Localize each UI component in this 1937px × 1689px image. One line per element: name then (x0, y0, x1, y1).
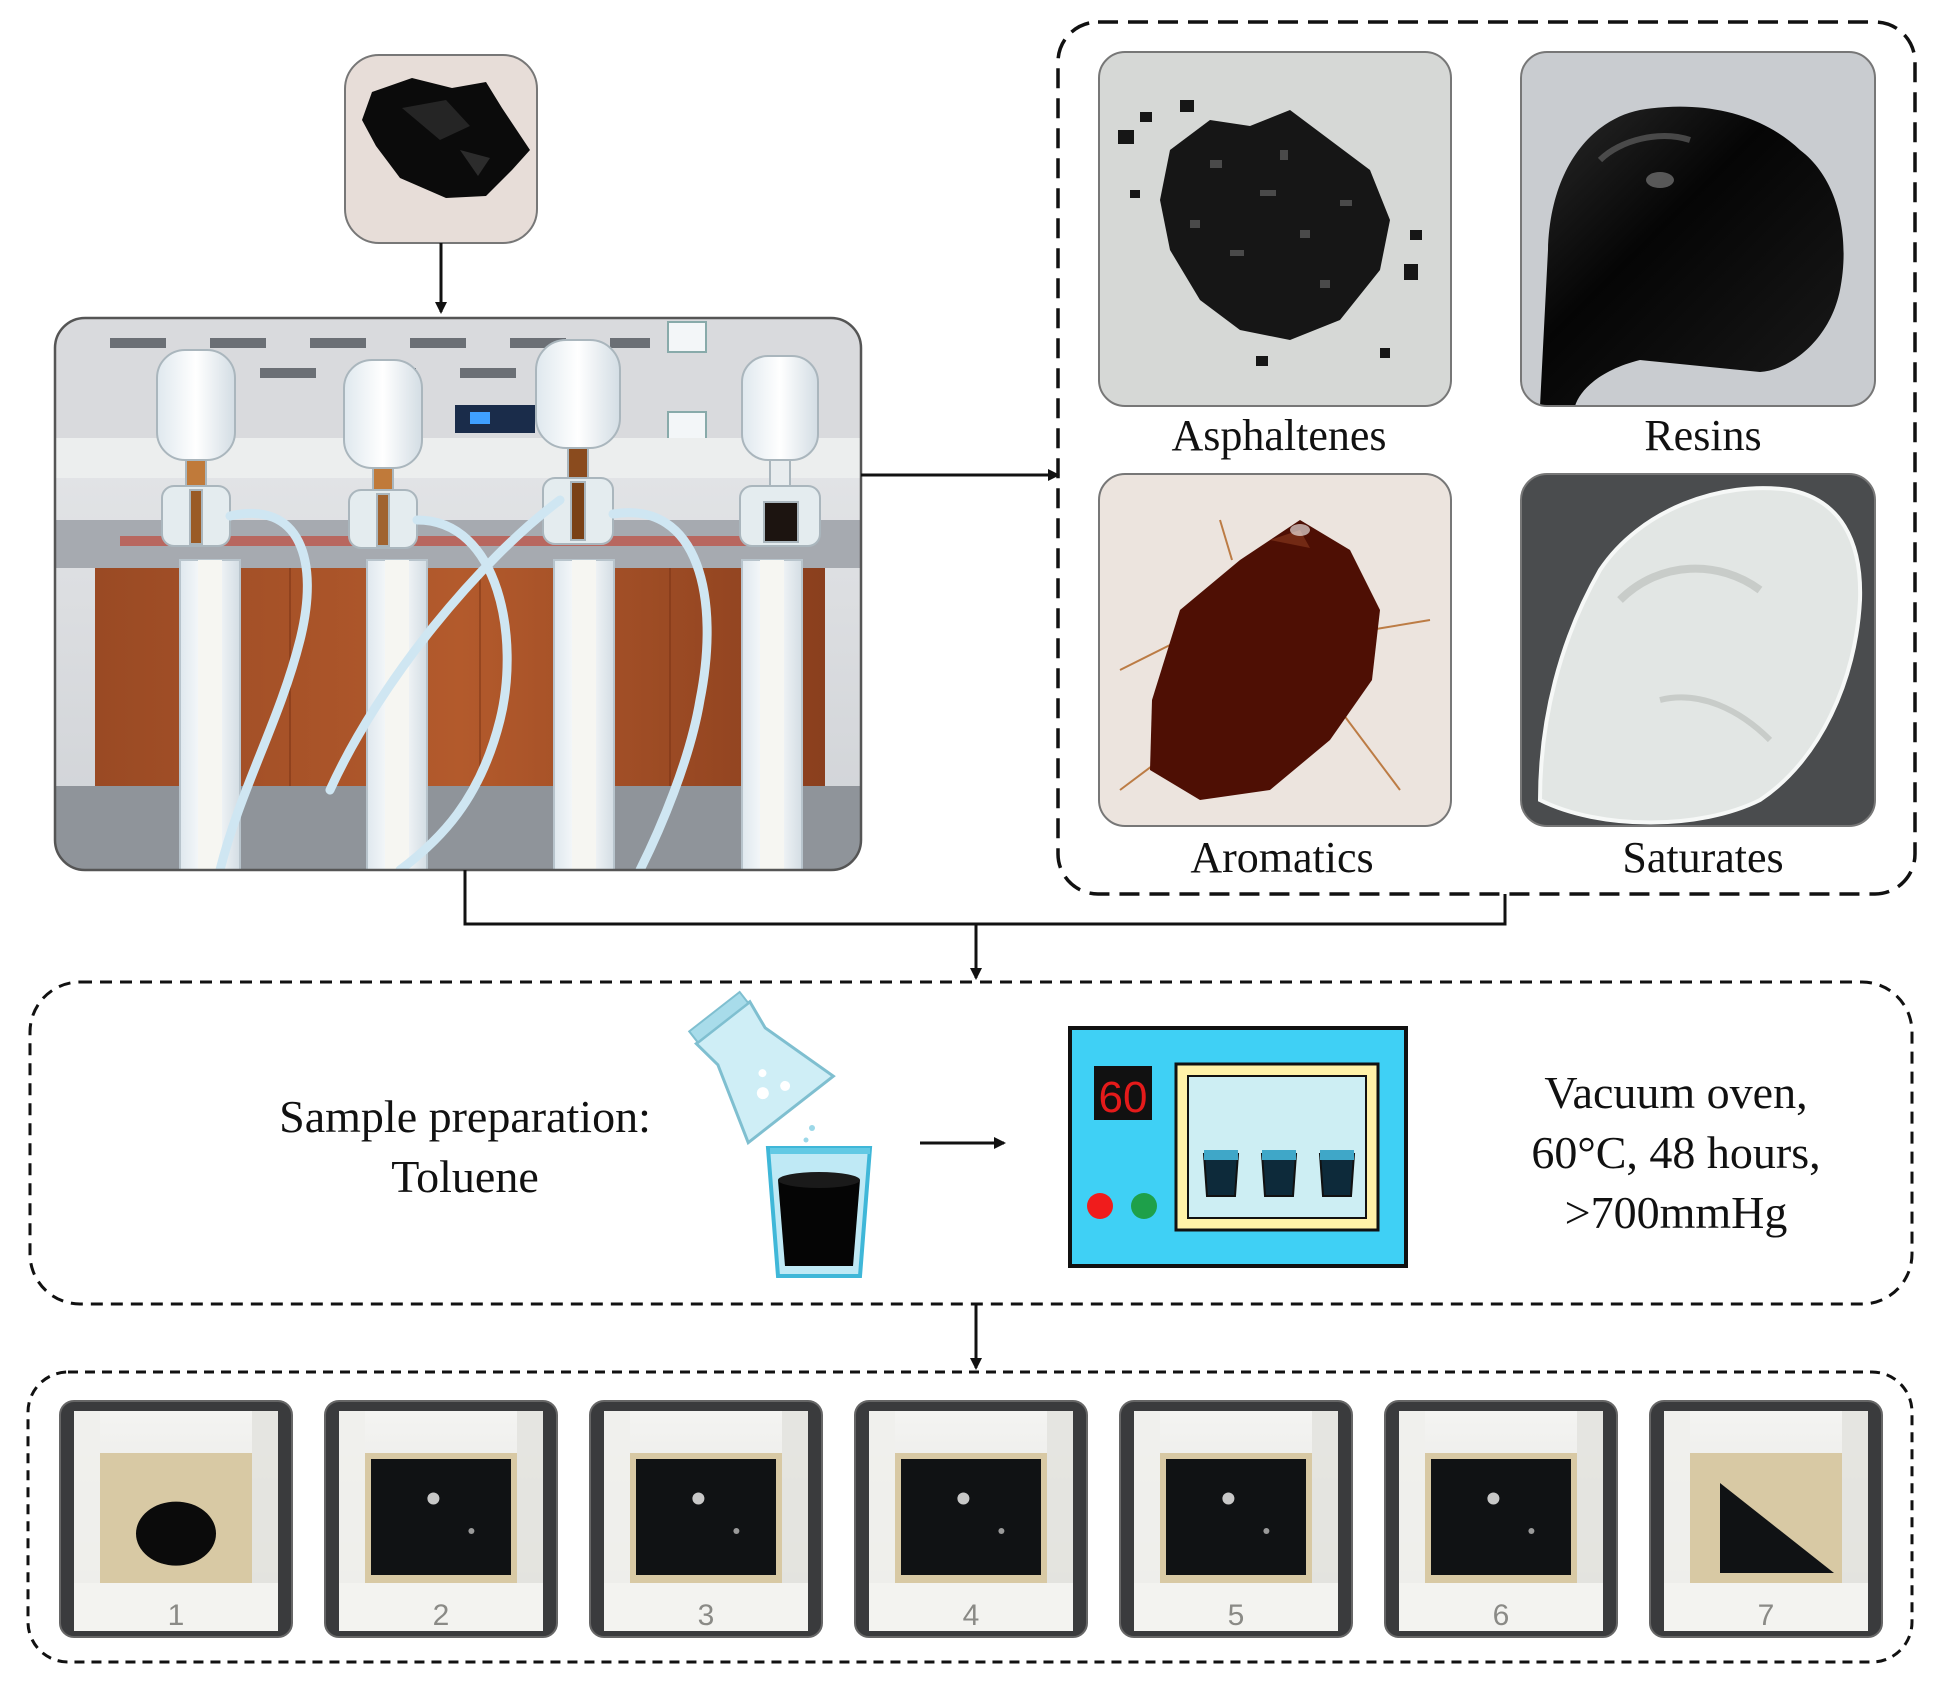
sample-number-6: 6 (1493, 1599, 1510, 1632)
oven-beakers (1202, 1150, 1356, 1197)
saturates-photo (1520, 473, 1876, 827)
sample-cell-3: 3 (589, 1400, 823, 1638)
sample-cell-2: 2 (324, 1400, 558, 1638)
sample-cell-1: 1 (59, 1400, 293, 1638)
samples-panel: 1 2 3 4 5 6 7 (26, 1370, 1914, 1664)
sample-film (1166, 1459, 1306, 1575)
toluene-beaker-icon (765, 1146, 873, 1278)
sample-number-7: 7 (1758, 1599, 1775, 1632)
sample-cell-7: 7 (1649, 1400, 1883, 1638)
sara-columns-photo (53, 316, 863, 872)
preparation-panel: Sample preparation: Toluene (28, 980, 1914, 1306)
sample-number-2: 2 (433, 1599, 450, 1632)
oven-conditions-line3: >700mmHg (1565, 1187, 1788, 1238)
resins-photo (1520, 51, 1876, 407)
oven-red-light (1087, 1193, 1113, 1219)
sample-trays: 1 2 3 4 5 6 7 (59, 1400, 1883, 1638)
aromatics-photo (1098, 473, 1452, 827)
raw-bitumen-photo (344, 54, 538, 244)
saturates-label: Saturates (1622, 833, 1783, 882)
sample-cell-6: 6 (1384, 1400, 1618, 1638)
sample-film (136, 1501, 216, 1566)
aromatics-label: Aromatics (1190, 833, 1373, 882)
sara-fractions-panel: Asphaltenes Resins (1056, 20, 1917, 896)
connector-to-preparation (463, 870, 1507, 980)
oven-conditions-line2: 60°C, 48 hours, (1531, 1127, 1820, 1178)
resins-label: Resins (1644, 411, 1761, 460)
sample-film (1720, 1483, 1834, 1573)
sample-number-1: 1 (168, 1599, 185, 1632)
asphaltenes-photo (1098, 51, 1452, 407)
asphaltenes-label: Asphaltenes (1171, 411, 1386, 460)
vacuum-oven-icon: 60 (1068, 1026, 1408, 1268)
preparation-label-line1: Sample preparation: (279, 1091, 651, 1142)
oven-display-value: 60 (1099, 1073, 1148, 1122)
oven-conditions-line1: Vacuum oven, (1544, 1067, 1807, 1118)
sample-cell-4: 4 (854, 1400, 1088, 1638)
pouring-flask-icon (687, 990, 836, 1150)
sample-number-3: 3 (698, 1599, 715, 1632)
sample-film (636, 1459, 776, 1575)
preparation-label-line2: Toluene (391, 1151, 539, 1202)
sample-film (371, 1459, 511, 1575)
sample-film (901, 1459, 1041, 1575)
sample-number-5: 5 (1228, 1599, 1245, 1632)
sample-film (1431, 1459, 1571, 1575)
sample-cell-5: 5 (1119, 1400, 1353, 1638)
sample-number-4: 4 (963, 1599, 980, 1632)
oven-green-light (1131, 1193, 1157, 1219)
